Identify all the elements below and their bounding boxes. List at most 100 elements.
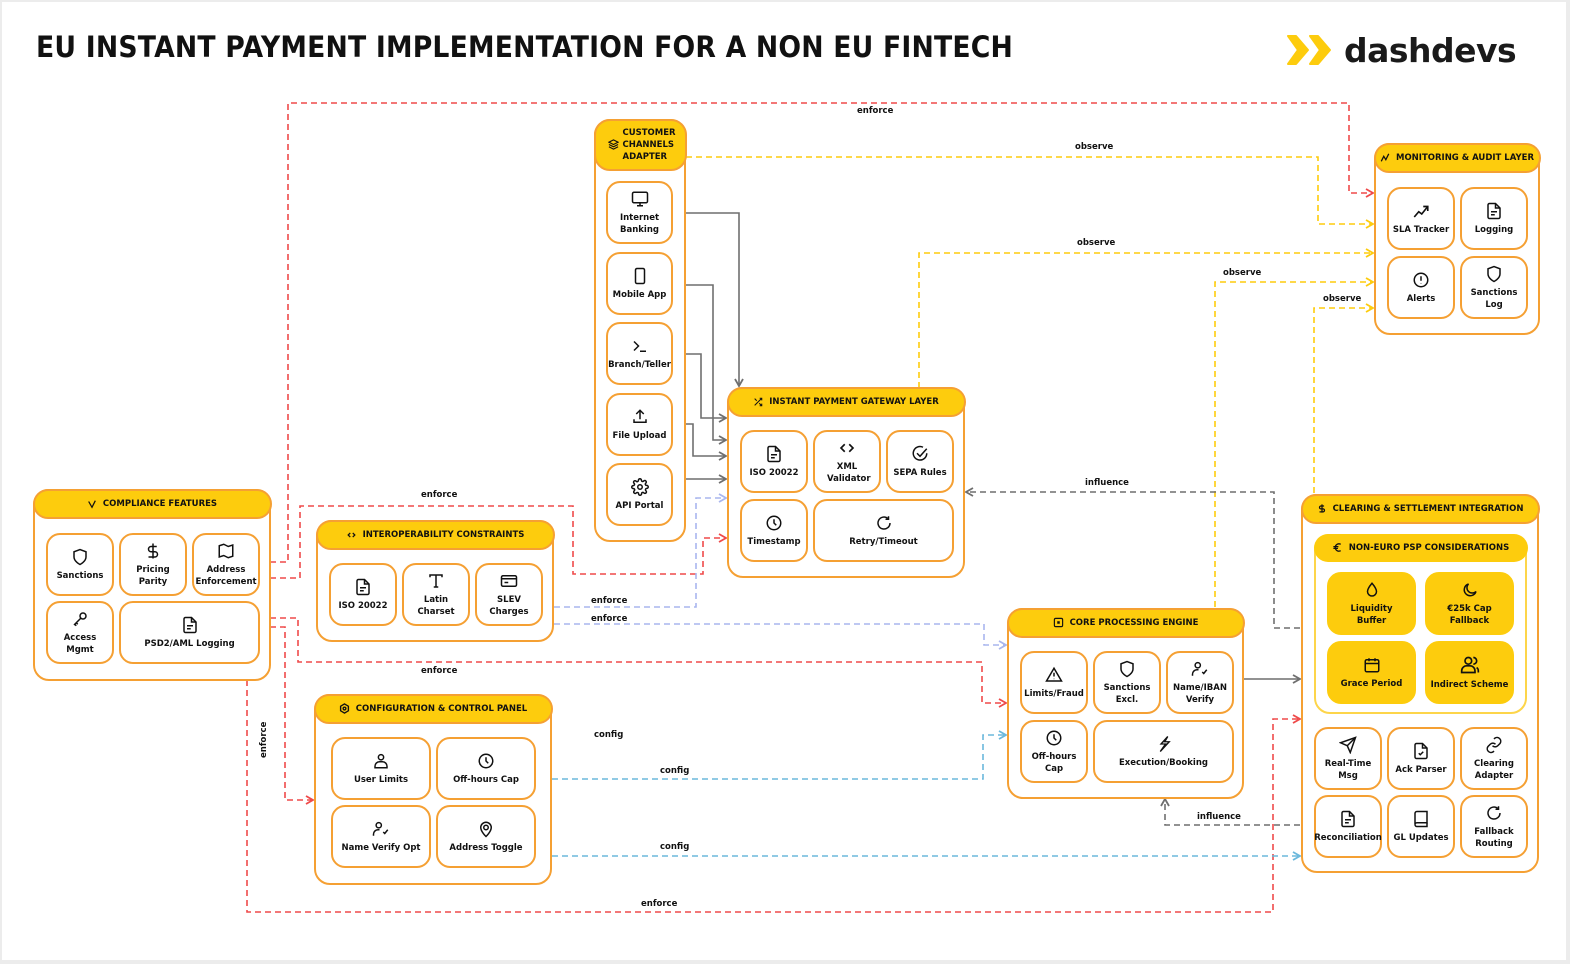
clearing-panel: CLEARING & SETTLEMENT INTEGRATION NON-EU… — [1300, 493, 1540, 873]
edge-label-enforce: enforce — [641, 899, 678, 909]
tile-file-upload[interactable]: File Upload — [606, 393, 673, 456]
shield-icon — [71, 548, 89, 566]
core-header: CORE PROCESSING ENGINE — [1006, 607, 1245, 638]
tile-timestamp[interactable]: Timestamp — [740, 499, 808, 562]
tile-api-portal[interactable]: API Portal — [606, 463, 673, 526]
dollar-icon — [144, 542, 162, 560]
terminal-icon — [631, 337, 649, 355]
shield-icon — [1118, 660, 1136, 678]
book-icon — [1412, 810, 1430, 828]
activity-icon — [1380, 153, 1390, 162]
tile-fallback-routing[interactable]: Fallback Routing — [1460, 795, 1528, 858]
tile-psd2-aml-logging[interactable]: PSD2/AML Logging — [119, 601, 260, 664]
map-icon — [217, 542, 235, 560]
tile-branch-teller[interactable]: Branch/Teller — [606, 322, 673, 385]
alert-circle-icon — [1412, 271, 1430, 289]
tile-alerts[interactable]: Alerts — [1387, 256, 1455, 319]
edge-label-observe: observe — [1223, 268, 1262, 278]
tile-retry-timeout[interactable]: Retry/Timeout — [813, 499, 954, 562]
compliance-header: COMPLIANCE FEATURES — [32, 488, 272, 519]
tile-gl-updates[interactable]: GL Updates — [1387, 795, 1455, 858]
cpu-icon — [1053, 617, 1063, 628]
tile-sanctions-excl[interactable]: Sanctions Excl. — [1093, 651, 1161, 714]
tile-sanctions[interactable]: Sanctions — [46, 533, 114, 596]
clock-icon — [765, 514, 783, 532]
refresh-icon — [875, 514, 893, 532]
tile-name-iban-verify[interactable]: Name/IBAN Verify — [1166, 651, 1234, 714]
tile-grace-period[interactable]: Grace Period — [1327, 641, 1416, 704]
tile-name-verify-opt[interactable]: Name Verify Opt — [331, 805, 431, 868]
tile-xml-validator[interactable]: XML Validator — [813, 430, 881, 493]
clock-icon — [477, 752, 495, 770]
shuffle-icon — [754, 397, 763, 406]
settings-icon — [339, 703, 349, 714]
tile-latin-charset[interactable]: Latin Charset — [402, 563, 470, 626]
file-check-icon — [1412, 742, 1430, 760]
edge-label-enforce: enforce — [259, 721, 269, 758]
tile-pricing-parity[interactable]: Pricing Parity — [119, 533, 187, 596]
interop-panel: INTEROPERABILITY CONSTRAINTS ISO 20022 L… — [315, 519, 555, 642]
edge-label-enforce: enforce — [591, 614, 628, 624]
gateway-panel: INSTANT PAYMENT GATEWAY LAYER ISO 20022 … — [726, 386, 966, 578]
interop-header: INTEROPERABILITY CONSTRAINTS — [315, 519, 555, 550]
tile-address-toggle[interactable]: Address Toggle — [436, 805, 536, 868]
tile-clearing-adapter[interactable]: Clearing Adapter — [1460, 727, 1528, 790]
edge-label-enforce: enforce — [857, 106, 894, 116]
user-icon — [372, 752, 390, 770]
tile-iso-20022[interactable]: ISO 20022 — [740, 430, 808, 493]
tile-execution-booking[interactable]: Execution/Booking — [1093, 720, 1234, 783]
tile-reconciliation[interactable]: Reconciliation — [1314, 795, 1382, 858]
logo: dashdevs — [1286, 30, 1517, 70]
edge-label-observe: observe — [1077, 238, 1116, 248]
gateway-header: INSTANT PAYMENT GATEWAY LAYER — [726, 386, 966, 417]
edge-label-config: config — [660, 766, 690, 776]
tile-access-mgmt[interactable]: Access Mgmt — [46, 601, 114, 664]
moon-icon — [1461, 581, 1479, 599]
compliance-panel: COMPLIANCE FEATURES Sanctions Pricing Pa… — [32, 488, 272, 681]
check-icon — [88, 499, 96, 509]
non-euro-psp-header: NON-EURO PSP CONSIDERATIONS — [1313, 533, 1528, 562]
monitor-icon — [631, 190, 649, 208]
edge-label-influence: influence — [1085, 478, 1129, 488]
clock-icon — [1045, 729, 1063, 747]
lightning-icon — [1155, 735, 1173, 753]
tile-address-enforcement[interactable]: Address Enforcement — [192, 533, 260, 596]
key-icon — [71, 610, 89, 628]
tile-limits-fraud[interactable]: Limits/Fraud — [1020, 651, 1088, 714]
tile-ack-parser[interactable]: Ack Parser — [1387, 727, 1455, 790]
tile-sepa-rules[interactable]: SEPA Rules — [886, 430, 954, 493]
config-header: CONFIGURATION & CONTROL PANEL — [313, 693, 553, 724]
refresh-icon — [1485, 804, 1503, 822]
clearing-header: CLEARING & SETTLEMENT INTEGRATION — [1300, 493, 1540, 524]
tile-indirect-scheme[interactable]: Indirect Scheme — [1425, 641, 1514, 704]
code-icon — [838, 439, 856, 457]
document-icon — [354, 578, 372, 596]
tile-slev-charges[interactable]: SLEV Charges — [475, 563, 543, 626]
tile-off-hours-cap[interactable]: Off-hours Cap — [436, 737, 536, 800]
tile-user-limits[interactable]: User Limits — [331, 737, 431, 800]
tile-25k-cap-fallback[interactable]: €25k Cap Fallback — [1425, 572, 1514, 635]
edge-label-observe: observe — [1323, 294, 1362, 304]
code-icon — [346, 531, 356, 538]
shield-icon — [1485, 265, 1503, 283]
tile-mobile-app[interactable]: Mobile App — [606, 252, 673, 315]
customer-channels-panel: CUSTOMER CHANNELS ADAPTER Internet Banki… — [593, 118, 687, 542]
tile-liquidity-buffer[interactable]: Liquidity Buffer — [1327, 572, 1416, 635]
tile-iso-20022[interactable]: ISO 20022 — [329, 563, 397, 626]
customer-channels-title: CUSTOMER CHANNELS ADAPTER — [622, 127, 676, 162]
tile-logging[interactable]: Logging — [1460, 187, 1528, 250]
page-title: EU INSTANT PAYMENT IMPLEMENTATION FOR A … — [36, 30, 1014, 64]
tile-off-hours-cap[interactable]: Off-hours Cap — [1020, 720, 1088, 783]
edge-label-influence: influence — [1197, 812, 1241, 822]
edge-label-enforce: enforce — [421, 666, 458, 676]
edge-label-observe: observe — [1075, 142, 1114, 152]
map-pin-icon — [477, 820, 495, 838]
tile-sanctions-log[interactable]: Sanctions Log — [1460, 256, 1528, 319]
tile-sla-tracker[interactable]: SLA Tracker — [1387, 187, 1455, 250]
document-icon — [1339, 810, 1357, 828]
edge-label-enforce: enforce — [421, 490, 458, 500]
tile-internet-banking[interactable]: Internet Banking — [606, 181, 673, 244]
tile-real-time-msg[interactable]: Real-Time Msg — [1314, 727, 1382, 790]
user-check-icon — [372, 820, 390, 838]
smartphone-icon — [631, 267, 649, 285]
